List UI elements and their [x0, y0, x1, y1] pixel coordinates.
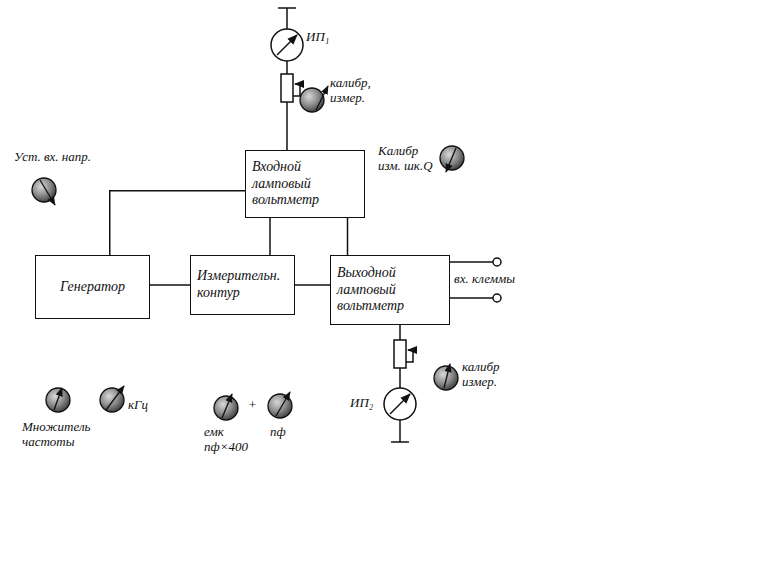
control-label: Уст. вх. напр. [14, 150, 134, 165]
signal-line [269, 218, 271, 255]
control-label: вх. клеммы [454, 272, 515, 287]
control-label: пф [270, 425, 286, 440]
control-label: ИП₁ [306, 30, 329, 45]
meter-symbol [271, 29, 303, 61]
wire [286, 61, 288, 74]
ground-symbol [391, 420, 409, 442]
control-knobs [32, 86, 464, 420]
block-box: Входной ламповый вольтметр [245, 150, 365, 218]
block-title: Генератор [60, 279, 125, 296]
control-label: Калибр изм. шк.Q [378, 144, 440, 174]
signal-line [347, 218, 349, 255]
control-label: емк пф×400 [204, 425, 252, 455]
block-title: Входной ламповый вольтметр [252, 159, 358, 209]
block-box: Выходной ламповый вольтметр [330, 255, 450, 325]
block-box: Генератор [35, 255, 150, 319]
wire [286, 102, 288, 150]
signal-line [110, 191, 245, 255]
control-label: + [248, 398, 257, 413]
signal-line [295, 284, 330, 286]
wire [399, 325, 401, 340]
ground-symbol [278, 8, 296, 29]
control-label: Множитель частоты [22, 420, 102, 450]
block-title: Выходной ламповый вольтметр [337, 265, 443, 315]
signal-line [150, 284, 190, 286]
block-title: Измерительн. контур [197, 268, 288, 302]
rheostat-symbol [394, 340, 413, 368]
wire [399, 368, 401, 388]
control-label: калибр, измер. [330, 76, 394, 106]
control-label: калибр измер. [462, 360, 526, 390]
block-box: Измерительн. контур [190, 255, 295, 315]
meter-symbol [384, 388, 416, 420]
rheostat-symbol [281, 74, 300, 102]
control-label: ИП₂ [350, 396, 373, 411]
control-label: кГц [128, 398, 148, 413]
